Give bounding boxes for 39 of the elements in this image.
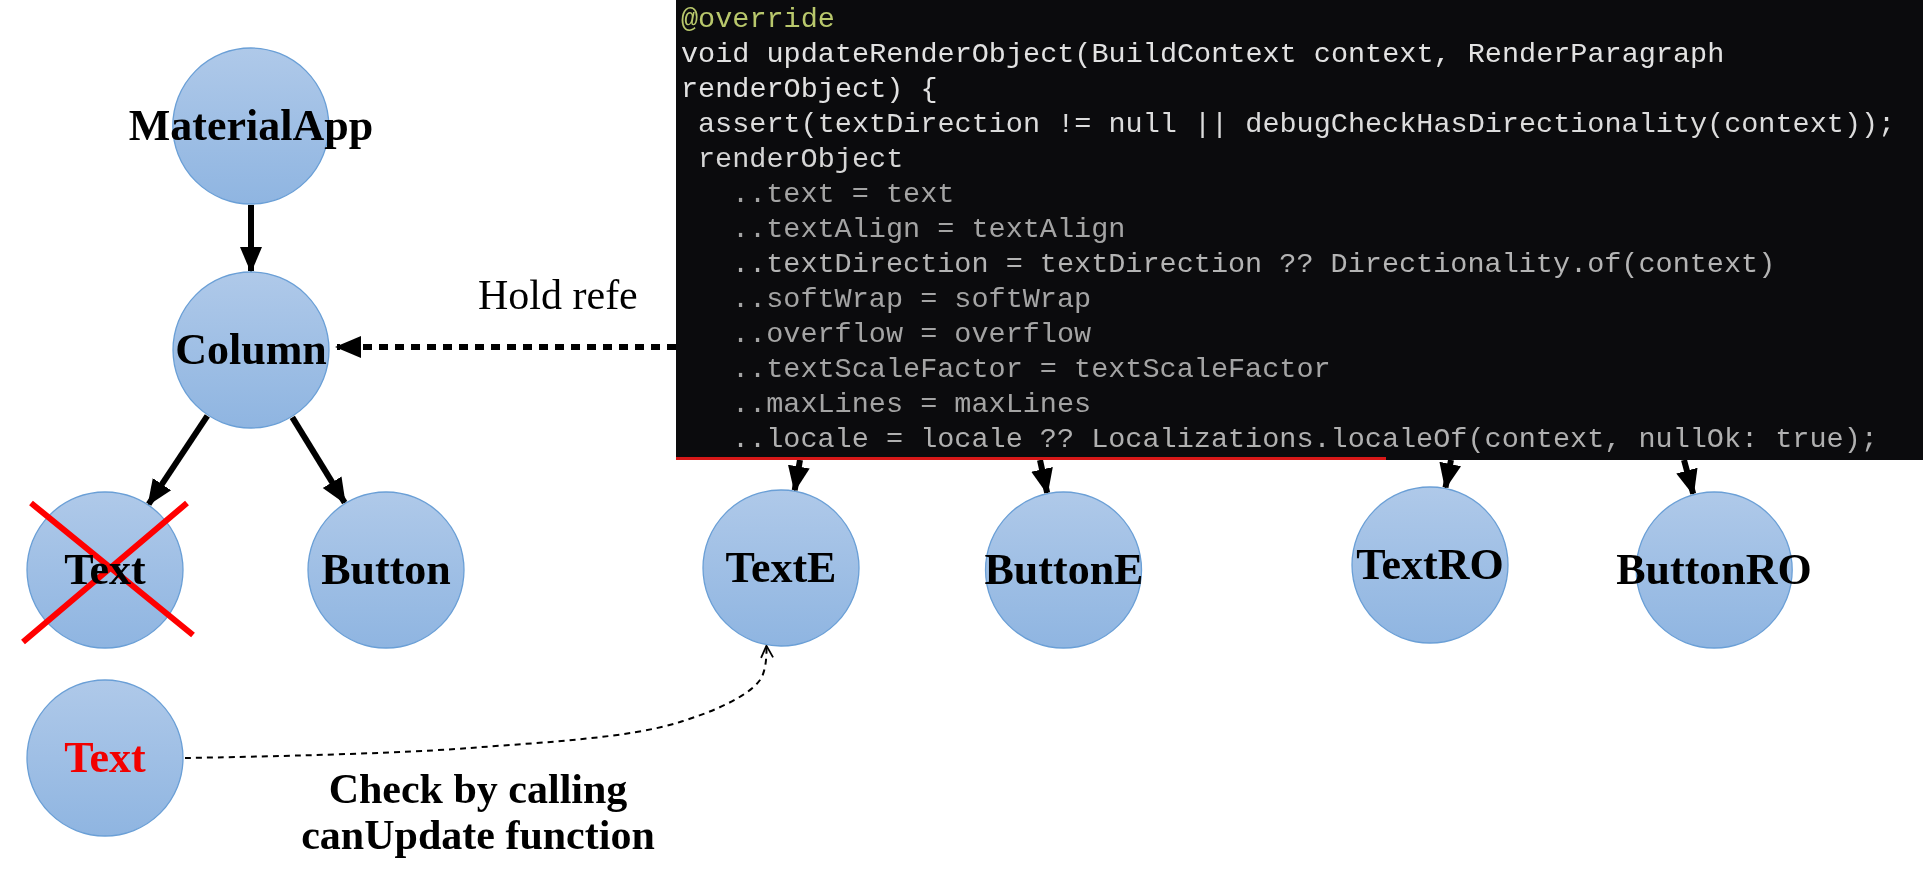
node-label: MaterialApp: [128, 101, 374, 151]
code-line: ..overflow = overflow: [732, 317, 1092, 352]
arrow: [335, 336, 676, 358]
arrow: [1031, 459, 1053, 495]
widget-node: [173, 272, 329, 428]
widget-node: [1352, 487, 1508, 643]
code-line: ..textScaleFactor = textScaleFactor: [732, 352, 1331, 387]
arrow: [1439, 459, 1461, 490]
arrow: [146, 414, 210, 506]
node-label: TextE: [725, 543, 837, 593]
code-line: renderObject) {: [681, 72, 938, 107]
code-line: @override: [681, 2, 835, 37]
code-screenshot: [676, 0, 1923, 460]
code-line: ..textDirection = textDirection ?? Directionality.of(context): [732, 247, 1776, 282]
arrow: [1676, 459, 1698, 496]
code-line: ..locale = locale ?? Localizations.localeOf(context, nullOk: true);: [732, 422, 1878, 457]
widget-node: [27, 680, 183, 836]
code-line: ..softWrap = softWrap: [732, 282, 1092, 317]
widget-node: [1616, 492, 1812, 648]
widget-node: [308, 492, 464, 648]
node-label: ButtonRO: [1616, 545, 1812, 595]
widget-node: [703, 490, 859, 646]
arrow: [184, 644, 774, 759]
node-label: ButtonE: [984, 545, 1144, 595]
arrow: [788, 459, 810, 493]
code-line: ..textAlign = textAlign: [732, 212, 1126, 247]
code-line: renderObject: [698, 142, 904, 177]
widget-node: [984, 492, 1144, 648]
arrow: [240, 205, 262, 273]
widget-node: [128, 48, 374, 204]
code-line: ..text = text: [732, 177, 955, 212]
node-label: Button: [321, 545, 451, 595]
node-label: Column: [175, 325, 327, 375]
node-label: Text: [64, 733, 146, 783]
code-line: assert(textDirection != null || debugCheckHasDirectionality(context));: [698, 107, 1896, 142]
arrow: [289, 415, 348, 505]
code-line: ..maxLines = maxLines: [732, 387, 1092, 422]
node-label: TextRO: [1356, 540, 1504, 590]
code-line: void updateRenderObject(BuildContext context, RenderParagraph: [681, 37, 1725, 72]
